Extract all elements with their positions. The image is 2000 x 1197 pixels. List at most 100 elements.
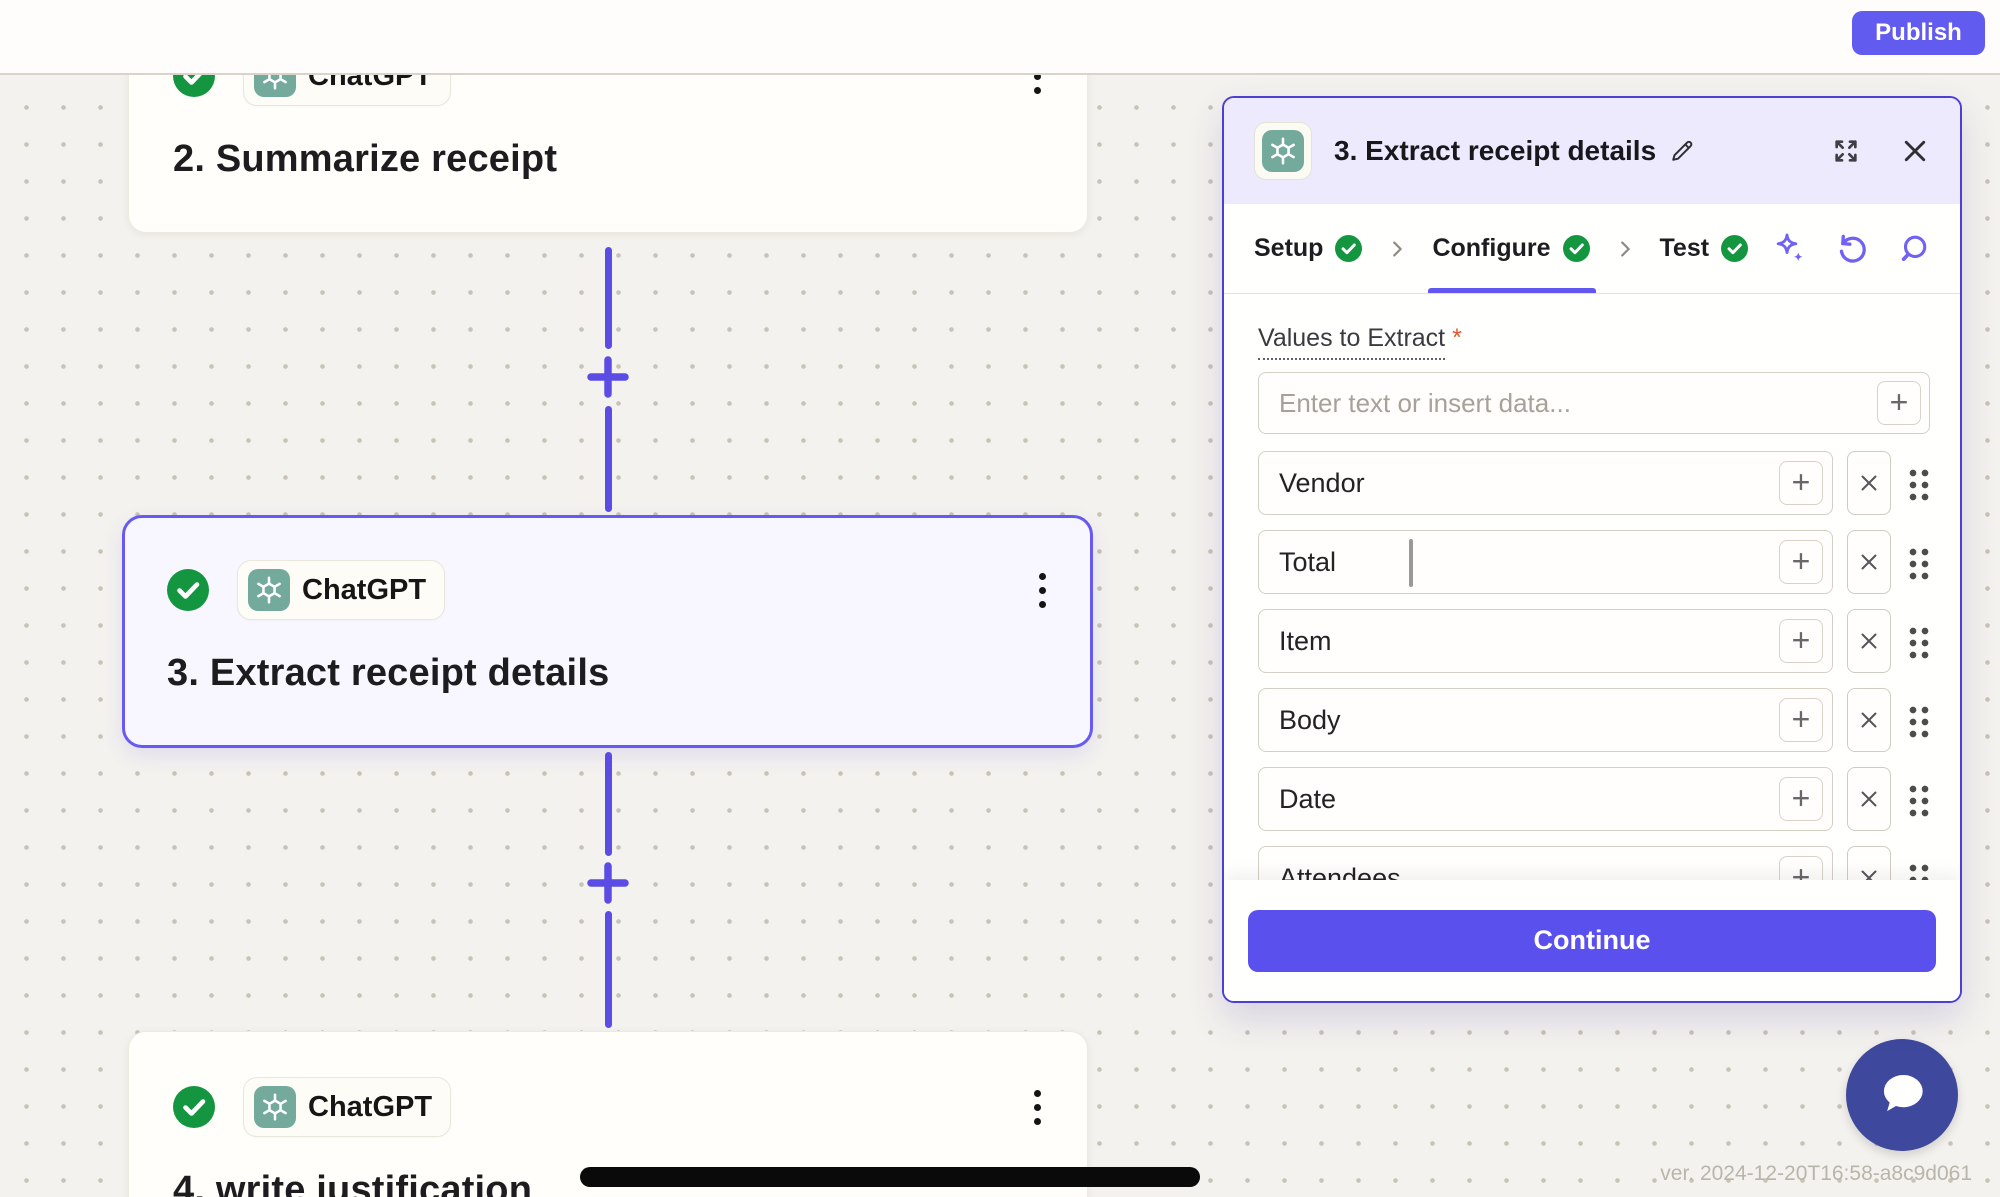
- chevron-right-icon: [1614, 238, 1636, 260]
- redaction-bar: [580, 1167, 1200, 1187]
- chatgpt-logo-icon: [1262, 130, 1304, 172]
- app-badge[interactable]: ChatGPT: [243, 1077, 452, 1137]
- insert-data-button[interactable]: +: [1779, 461, 1823, 505]
- connector-line: [605, 247, 612, 349]
- app-badge-label: ChatGPT: [302, 573, 427, 606]
- value-row: Item +: [1258, 609, 1930, 673]
- chevron-right-icon: [1386, 238, 1408, 260]
- step-menu-button[interactable]: [1029, 567, 1056, 614]
- value-text: Vendor: [1279, 467, 1365, 498]
- drag-handle[interactable]: [1907, 781, 1930, 817]
- remove-x-icon: [1861, 712, 1877, 728]
- status-check-icon: [167, 569, 209, 611]
- close-icon: [1904, 140, 1926, 162]
- required-asterisk: *: [1452, 324, 1462, 352]
- step-config-panel: 3. Extract receipt details: [1222, 96, 1962, 1003]
- search-button[interactable]: [1896, 232, 1930, 266]
- add-step-button[interactable]: [585, 860, 631, 906]
- value-row: Total +: [1258, 530, 1930, 594]
- configure-form: Values to Extract * + Vendor +: [1224, 294, 1960, 880]
- insert-data-button[interactable]: +: [1779, 856, 1823, 880]
- tab-setup[interactable]: Setup: [1254, 204, 1363, 293]
- drag-handle[interactable]: [1907, 702, 1930, 738]
- refresh-icon: [1839, 234, 1866, 263]
- value-box[interactable]: Body +: [1258, 688, 1833, 752]
- remove-value-button[interactable]: [1847, 451, 1891, 515]
- step-menu-button[interactable]: [1024, 1084, 1051, 1131]
- value-box[interactable]: Date +: [1258, 767, 1833, 831]
- insert-data-button[interactable]: +: [1779, 698, 1823, 742]
- continue-button[interactable]: Continue: [1248, 909, 1936, 972]
- help-chat-button[interactable]: [1846, 1039, 1958, 1151]
- ai-sparkle-icon: [1776, 232, 1803, 261]
- values-input[interactable]: [1277, 386, 1877, 420]
- editor-topbar: Publish: [0, 0, 2000, 75]
- panel-header: 3. Extract receipt details: [1224, 98, 1960, 204]
- close-panel-button[interactable]: [1900, 136, 1930, 166]
- value-box[interactable]: Attendees +: [1258, 846, 1833, 880]
- remove-x-icon: [1861, 791, 1877, 807]
- value-text: Item: [1279, 625, 1332, 656]
- search-icon: [1901, 235, 1927, 261]
- value-row: Body +: [1258, 688, 1930, 752]
- value-text: Attendees: [1279, 862, 1401, 881]
- remove-value-button[interactable]: [1847, 846, 1891, 880]
- remove-value-button[interactable]: [1847, 767, 1891, 831]
- text-cursor: [1409, 539, 1413, 587]
- remove-x-icon: [1861, 554, 1877, 570]
- drag-handle[interactable]: [1907, 544, 1930, 580]
- value-box[interactable]: Item +: [1258, 609, 1833, 673]
- version-label: ver. 2024-12-20T16:58-a8c9d061: [1660, 1162, 1972, 1185]
- tab-test[interactable]: Test: [1660, 204, 1749, 293]
- app-icon-frame: [1254, 122, 1312, 180]
- insert-data-button[interactable]: +: [1779, 540, 1823, 584]
- ai-assistant-button[interactable]: [1772, 231, 1808, 267]
- value-text: Date: [1279, 783, 1337, 814]
- values-input-wrapper: +: [1258, 372, 1930, 434]
- insert-data-button[interactable]: +: [1779, 619, 1823, 663]
- remove-value-button[interactable]: [1847, 688, 1891, 752]
- step-tabs: Setup Configure Test: [1224, 204, 1960, 294]
- drag-handle[interactable]: [1907, 860, 1930, 880]
- app-badge-label: ChatGPT: [308, 1090, 433, 1123]
- app-badge[interactable]: ChatGPT: [237, 560, 446, 620]
- value-box[interactable]: Total +: [1258, 530, 1833, 594]
- add-step-icon: [587, 862, 629, 904]
- remove-x-icon: [1861, 870, 1877, 880]
- chatgpt-logo-icon: [248, 569, 290, 611]
- value-text: Body: [1279, 704, 1341, 735]
- remove-value-button[interactable]: [1847, 530, 1891, 594]
- remove-x-icon: [1861, 475, 1877, 491]
- value-row: Vendor +: [1258, 451, 1930, 515]
- panel-step-title: 3. Extract receipt details: [1334, 135, 1657, 166]
- step-card-extract-receipt-details[interactable]: ChatGPT 3. Extract receipt details: [122, 515, 1093, 748]
- publish-button[interactable]: Publish: [1852, 11, 1985, 55]
- step-title: 4. write justification: [173, 1169, 533, 1197]
- step-title: 2. Summarize receipt: [173, 138, 558, 180]
- chatgpt-logo-icon: [254, 1086, 296, 1128]
- drag-handle[interactable]: [1907, 465, 1930, 501]
- connector-line: [605, 911, 612, 1028]
- value-text: Total: [1279, 546, 1337, 577]
- drag-handle[interactable]: [1907, 623, 1930, 659]
- add-step-icon: [587, 356, 629, 398]
- step-title: 3. Extract receipt details: [167, 652, 610, 694]
- refresh-button[interactable]: [1834, 231, 1870, 267]
- expand-panel-button[interactable]: [1830, 135, 1862, 167]
- insert-data-button[interactable]: +: [1779, 777, 1823, 821]
- status-check-icon: [173, 1086, 215, 1128]
- tab-configure[interactable]: Configure: [1428, 204, 1596, 293]
- remove-value-button[interactable]: [1847, 609, 1891, 673]
- value-box[interactable]: Vendor +: [1258, 451, 1833, 515]
- edit-title-button[interactable]: [1668, 137, 1696, 165]
- connector-line: [605, 406, 612, 512]
- field-label: Values to Extract: [1258, 324, 1446, 360]
- connector-line: [605, 752, 612, 856]
- expand-icon: [1835, 140, 1857, 162]
- add-value-button[interactable]: +: [1877, 381, 1921, 425]
- chat-bubble-icon: [1883, 1074, 1923, 1112]
- add-step-button[interactable]: [585, 354, 631, 400]
- status-check-icon: [1335, 235, 1363, 262]
- remove-x-icon: [1861, 633, 1877, 649]
